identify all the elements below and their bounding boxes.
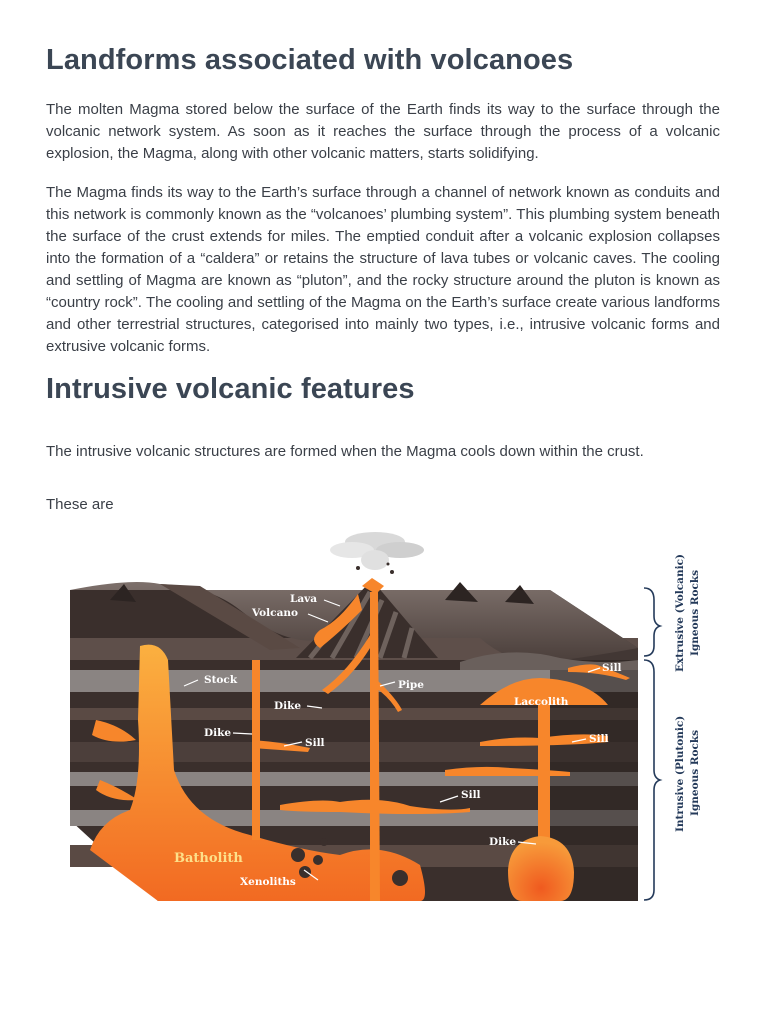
ash-cloud [330,532,424,574]
classification-brackets [644,588,660,900]
label-extrusive-line2: Igneous Rocks [689,570,701,656]
volcano-landforms-diagram: Lava Volcano Stock Pipe Dike Dike Sill S… [40,520,740,910]
side-label-extrusive: Extrusive (Volcanic) Igneous Rocks [674,554,701,672]
label-intrusive-line1: Intrusive (Plutonic) [674,716,686,832]
label-volcano: Volcano [251,607,298,619]
section-heading-intrusive: Intrusive volcanic features [46,373,415,406]
side-label-intrusive: Intrusive (Plutonic) Igneous Rocks [674,716,701,832]
label-dike-upper: Dike [274,700,301,712]
label-dike-right: Dike [489,836,516,848]
label-batholith: Batholith [174,851,243,866]
paragraph-plumbing: The Magma finds its way to the Earth’s s… [46,182,720,358]
page-title: Landforms associated with volcanoes [46,44,573,77]
label-xenoliths: Xenoliths [240,876,296,888]
label-stock: Stock [204,674,238,686]
label-sill-right: Sill [589,733,609,745]
label-dike-left: Dike [204,727,231,739]
label-sill-center: Sill [461,789,481,801]
paragraph-intro: The molten Magma stored below the surfac… [46,99,720,165]
paragraph-intrusive-definition: The intrusive volcanic structures are fo… [46,441,720,463]
label-sill-top-right: Sill [602,662,622,674]
label-sill-left: Sill [305,737,325,749]
label-intrusive-line2: Igneous Rocks [689,730,701,816]
label-extrusive-line1: Extrusive (Volcanic) [674,554,686,672]
paragraph-these-are: These are [46,494,720,516]
label-pipe: Pipe [398,679,424,691]
label-lava: Lava [290,593,317,605]
label-laccolith: Laccolith [514,696,569,708]
